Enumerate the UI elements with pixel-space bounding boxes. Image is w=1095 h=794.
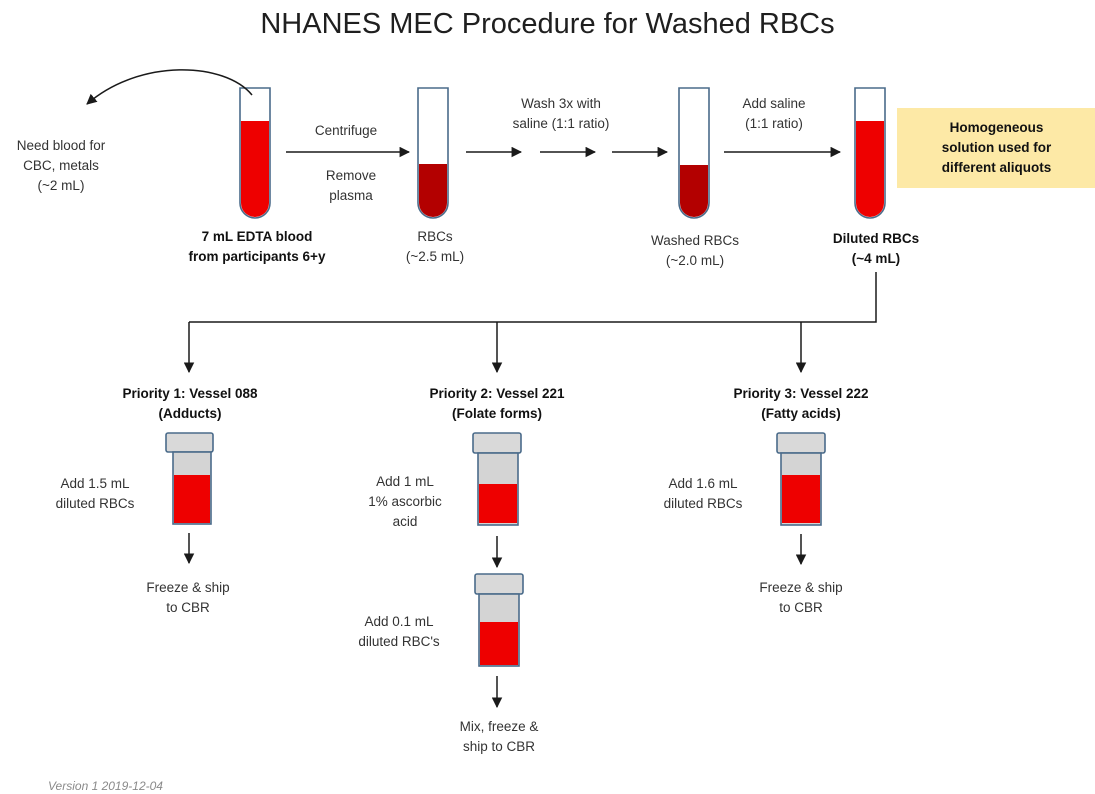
centrifuge-label: Centrifuge	[314, 123, 378, 138]
v221-add2-label: Add 0.1 mL diluted RBC's	[358, 614, 440, 649]
side-note-arrow	[86, 69, 253, 105]
vessel-221-title: Priority 2: Vessel 221 (Folate forms)	[429, 386, 565, 421]
v088-next-label: Freeze & ship to CBR	[146, 580, 230, 615]
vessel-088-title: Priority 1: Vessel 088 (Adducts)	[122, 386, 258, 421]
washed-rbcs-label: Washed RBCs (~2.0 mL)	[650, 233, 740, 268]
page-title: NHANES MEC Procedure for Washed RBCs	[260, 8, 835, 40]
rbcs-tube	[417, 87, 449, 219]
version-footnote: Version 1 2019-12-04	[48, 779, 163, 793]
branch-connector	[189, 272, 877, 323]
vessel-221	[472, 432, 522, 526]
diluted-rbcs-tube	[854, 87, 886, 219]
edta-blood-label: 7 mL EDTA blood from participants 6+y	[188, 229, 326, 264]
remove-plasma-label: Remove plasma	[325, 168, 377, 203]
v222-add-label: Add 1.6 mL diluted RBCs	[663, 476, 743, 511]
add-saline-label: Add saline (1:1 ratio)	[742, 96, 806, 131]
v221-next-label: Mix, freeze & ship to CBR	[459, 719, 539, 754]
v221-add-label: Add 1 mL 1% ascorbic acid	[368, 474, 442, 529]
vessel-088	[165, 432, 214, 525]
v088-add-label: Add 1.5 mL diluted RBCs	[55, 476, 135, 511]
v222-next-label: Freeze & ship to CBR	[759, 580, 843, 615]
rbcs-label: RBCs (~2.5 mL)	[405, 229, 465, 264]
wash-label: Wash 3x with saline (1:1 ratio)	[512, 96, 610, 131]
homogeneous-callout: Homogeneous solution used for different …	[897, 108, 1095, 188]
vessel-221-second	[474, 573, 524, 667]
diluted-rbcs-label: Diluted RBCs (~4 mL)	[832, 231, 920, 266]
vessel-222-title: Priority 3: Vessel 222 (Fatty acids)	[733, 386, 869, 421]
washed-rbcs-tube	[678, 87, 710, 219]
vessel-222	[776, 432, 826, 526]
edta-blood-tube	[239, 87, 271, 219]
side-note-label: Need blood for CBC, metals (~2 mL)	[16, 138, 106, 193]
